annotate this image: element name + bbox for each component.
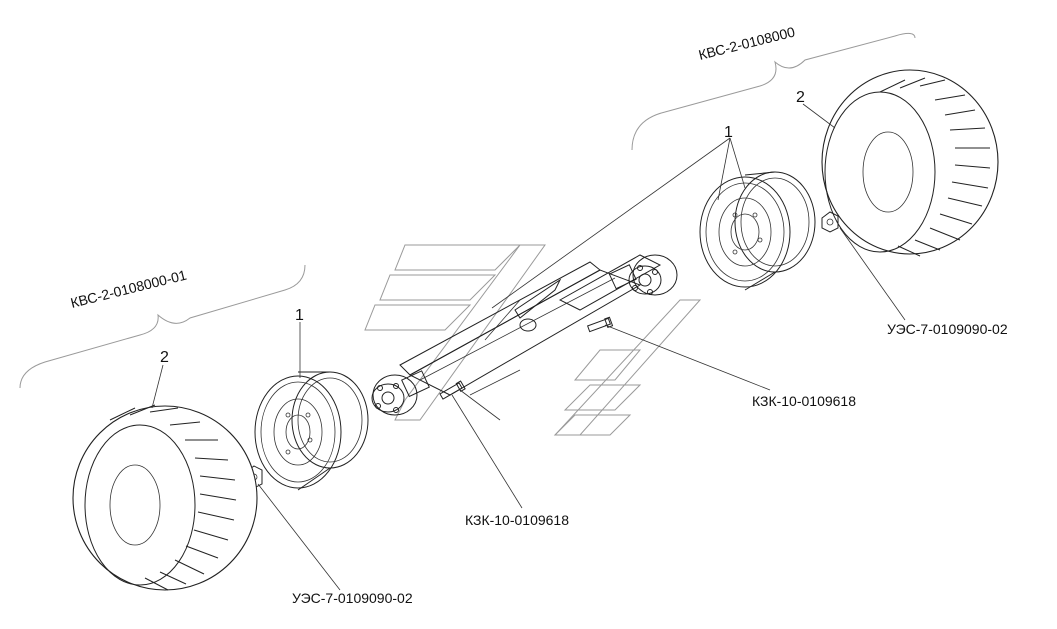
tire-right xyxy=(821,69,999,257)
label-nut-right: УЭС-7-0109090-02 xyxy=(887,321,1008,337)
leader-lines xyxy=(151,103,906,591)
label-assembly-right: КВС-2-0108000 xyxy=(697,23,797,62)
label-pos-tire-left: 2 xyxy=(160,349,169,366)
rim-right xyxy=(699,171,816,291)
label-bolt-left: КЗК-10-0109618 xyxy=(465,512,569,528)
label-pos-tire-right: 2 xyxy=(796,89,805,106)
hub-right xyxy=(608,254,678,296)
label-assembly-left: КВС-2-0108000-01 xyxy=(69,267,189,311)
watermark-logo xyxy=(364,244,702,436)
axle-beam xyxy=(399,254,662,421)
hub-left xyxy=(371,370,430,416)
label-nut-left: УЭС-7-0109090-02 xyxy=(292,590,413,606)
label-pos-rim-right: 1 xyxy=(724,124,733,141)
bolt-left xyxy=(439,380,466,400)
nut-right xyxy=(821,211,839,233)
label-pos-rim-left: 1 xyxy=(295,307,304,324)
assembly-brace-left xyxy=(19,264,306,389)
tire-left xyxy=(72,404,258,591)
assembly-brace-right xyxy=(631,32,916,151)
rim-left xyxy=(254,371,369,491)
bolt-right xyxy=(586,316,614,333)
label-bolt-right: КЗК-10-0109618 xyxy=(752,393,856,409)
